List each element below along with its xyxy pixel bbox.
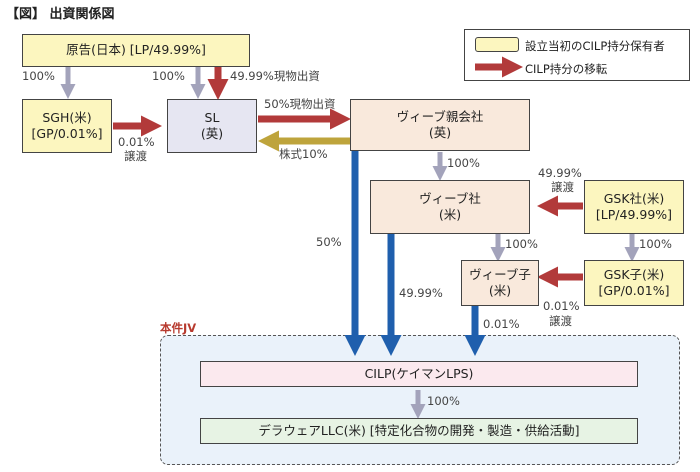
box-viiv-sub: ヴィーブ子 (米) [461, 260, 539, 306]
label-shares: 株式10% [279, 147, 328, 161]
box-viiv-parent-country: (英) [428, 125, 452, 140]
box-sgh: SGH(米) [GP/0.01%] [22, 99, 112, 153]
label-plaintiff-to-sgh: 100% [22, 69, 55, 83]
label-parent-to-viiv: 100% [447, 156, 480, 170]
label-sub-to-cilp: 0.01% [483, 317, 520, 331]
legend-holder-swatch [475, 37, 519, 52]
box-sl-name: SL [204, 109, 220, 125]
box-sgh-name: SGH(米) [42, 109, 92, 125]
label-gsk-transfer-word: 譲渡 [551, 180, 574, 194]
box-plaintiff-label: 原告(日本) [LP/49.99%] [66, 42, 206, 58]
box-cilp-label: CILP(ケイマンLPS) [364, 365, 474, 381]
label-gsksub-transfer-word: 譲渡 [549, 314, 572, 328]
label-plaintiff-to-sl: 100% [152, 69, 185, 83]
box-cilp: CILP(ケイマンLPS) [200, 361, 638, 387]
box-sgh-share: [GP/0.01%] [31, 126, 103, 141]
box-gsk-sub-name: GSK子(米) [603, 266, 665, 282]
box-viiv-parent-name: ヴィーブ親会社 [396, 108, 484, 124]
figure-title: 【図】 出資関係図 [6, 7, 115, 22]
label-gsksub-transfer-pct: 0.01% [543, 299, 580, 313]
legend-holder-label: 設立当初のCILP持分保有者 [525, 39, 665, 53]
box-gsk: GSK社(米) [LP/49.99%] [584, 180, 684, 234]
box-viiv: ヴィーブ社 (米) [370, 180, 530, 234]
label-cilp-to-llc: 100% [427, 394, 460, 408]
label-gsk-to-gsksub: 100% [639, 237, 672, 251]
label-gsk-transfer-pct: 49.99% [538, 166, 582, 180]
label-viiv-to-cilp: 49.99% [399, 286, 443, 300]
box-plaintiff: 原告(日本) [LP/49.99%] [22, 34, 250, 67]
legend-transfer-label: CILP持分の移転 [525, 62, 608, 76]
label-parent-to-cilp: 50% [316, 235, 342, 249]
box-viiv-country: (米) [438, 207, 462, 222]
box-gsk-share: [LP/49.99%] [595, 207, 673, 222]
box-sl: SL (英) [167, 99, 257, 153]
legend: 設立当初のCILP持分保有者 CILP持分の移転 [464, 29, 690, 81]
box-delaware-llc-label: デラウェアLLC(米) [特定化合物の開発・製造・供給活動] [258, 422, 580, 438]
box-viiv-sub-name: ヴィーブ子 [469, 266, 531, 282]
label-viiv-to-sub: 100% [505, 237, 538, 251]
box-sl-country: (英) [200, 126, 224, 141]
legend-transfer-arrow-icon [475, 56, 523, 78]
box-gsk-sub-share: [GP/0.01%] [598, 283, 670, 298]
box-viiv-parent: ヴィーブ親会社 (英) [350, 99, 530, 151]
joint-venture-label: 本件JV [160, 321, 197, 335]
label-sgh-transfer-pct: 0.01% [118, 135, 155, 149]
box-viiv-sub-country: (米) [488, 283, 512, 298]
label-sl-inkind: 50%現物出資 [264, 97, 336, 111]
box-gsk-sub: GSK子(米) [GP/0.01%] [584, 260, 684, 306]
box-viiv-name: ヴィーブ社 [419, 190, 481, 206]
label-sgh-transfer-word: 譲渡 [124, 149, 147, 163]
box-delaware-llc: デラウェアLLC(米) [特定化合物の開発・製造・供給活動] [200, 418, 638, 444]
box-gsk-name: GSK社(米) [603, 190, 665, 206]
label-plaintiff-inkind: 49.99%現物出資 [230, 69, 320, 83]
